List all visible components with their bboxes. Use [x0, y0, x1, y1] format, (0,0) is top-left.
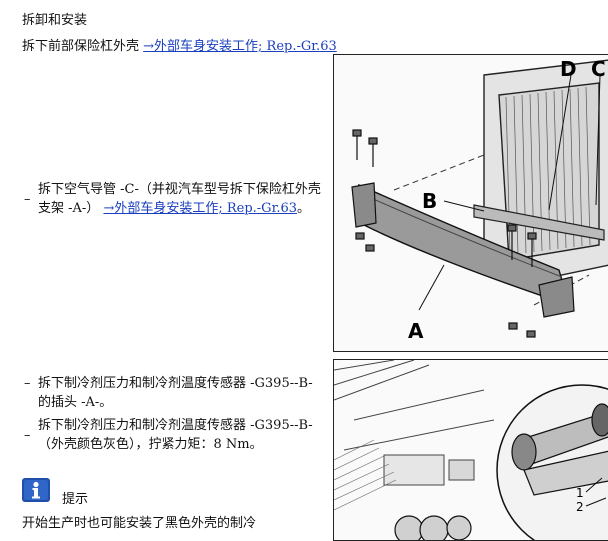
note-text: 开始生产时也可能安装了黑色外壳的制冷 [22, 516, 257, 531]
figure-label-1: 1 [576, 486, 584, 500]
figure-bumper-drawing: D C B A [351, 57, 608, 343]
intro-text: 拆下前部保险杠外壳 [22, 39, 140, 54]
step-3: – 拆下制冷剂压力和制冷剂温度传感器 -G395--B-（外壳颜色灰色），拧紧力… [24, 416, 323, 454]
figure-label-c: C [591, 57, 606, 81]
note-title: 提示 [62, 492, 89, 507]
bullet-dash: – [24, 376, 31, 391]
intro-link[interactable]: →外部车身安装工作; Rep.-Gr.63 [143, 39, 337, 54]
section-title: 拆卸和安装 [22, 13, 88, 28]
figure-label-a: A [408, 319, 424, 343]
intro-line: 拆下前部保险杠外壳 →外部车身安装工作; Rep.-Gr.63 [22, 35, 337, 54]
figure-label-b: B [422, 189, 437, 213]
figure-label-d: D [560, 57, 577, 81]
bullet-dash: – [24, 428, 31, 443]
figure-label-2: 2 [576, 500, 584, 514]
step-1-text: 拆下空气导管 -C-（并视汽车型号拆下保险杠外壳支架 -A-） [38, 182, 321, 216]
info-icon [22, 478, 52, 502]
bullet-dash: – [24, 192, 31, 207]
step-2: – 拆下制冷剂压力和制冷剂温度传感器 -G395--B- 的插头 -A-。 [24, 374, 313, 412]
step-2-text: 拆下制冷剂压力和制冷剂温度传感器 -G395--B- 的插头 -A-。 [38, 376, 313, 410]
step-3-text: 拆下制冷剂压力和制冷剂温度传感器 -G395--B-（外壳颜色灰色），拧紧力矩：… [38, 418, 313, 452]
figure-bumper-carrier: D C B A [333, 54, 608, 352]
figure-sensor-detail: 1 2 [333, 359, 608, 541]
figure-sensor-drawing: 1 2 [334, 360, 608, 540]
step-1-link[interactable]: →外部车身安装工作; Rep.-Gr.63 [103, 201, 298, 216]
step-1-suffix: 。 [297, 201, 311, 216]
step-1: – 拆下空气导管 -C-（并视汽车型号拆下保险杠外壳支架 -A-） →外部车身安… [24, 180, 323, 218]
